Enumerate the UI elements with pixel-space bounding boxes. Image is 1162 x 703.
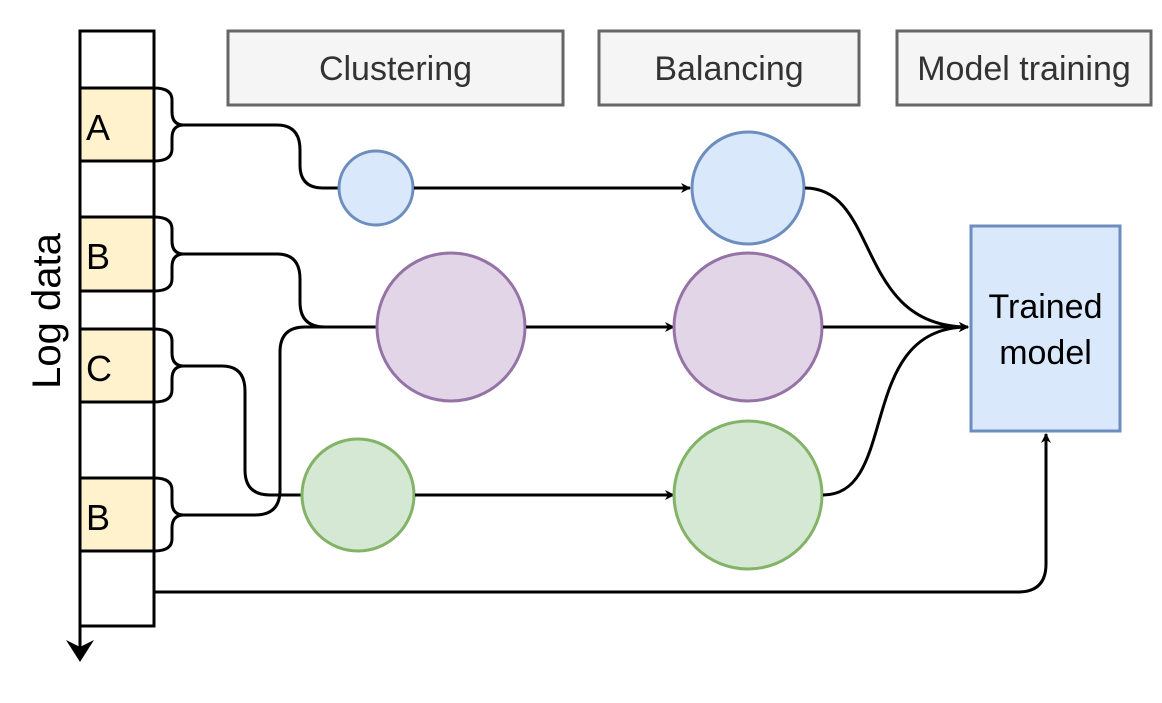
log-segment-c: C <box>78 327 156 404</box>
balanced-green <box>672 419 824 571</box>
log-segment-b: B <box>78 215 156 293</box>
cluster-blue <box>337 149 415 227</box>
stage-clustering: Clustering <box>226 29 565 107</box>
log-data-label: Log data <box>25 232 69 388</box>
stage-model-training: Model training <box>895 29 1153 107</box>
trained-model-label-line2: model <box>999 334 1092 372</box>
cluster-purple <box>375 251 527 403</box>
edge-balanced-blue-to-model <box>804 186 969 332</box>
log-segment-a: A <box>78 86 156 163</box>
stage-clustering-label: Clustering <box>319 50 472 88</box>
edge-c-to-green-cluster <box>184 364 303 497</box>
edge-b-to-purple-cluster <box>184 252 378 329</box>
trained-model-label-line1: Trained <box>988 288 1102 326</box>
edge-balanced-green-to-model <box>822 322 969 497</box>
log-segment-b-second: B <box>78 476 156 553</box>
edge-b2-to-purple-cluster <box>184 325 378 517</box>
timeline-arrow-icon <box>66 640 94 662</box>
log-segment-label: B <box>86 236 110 277</box>
bracket-b-second <box>153 476 185 553</box>
bracket-c <box>153 327 185 404</box>
log-segment-label: B <box>86 497 110 538</box>
balanced-purple <box>672 251 824 403</box>
stage-balancing-label: Balancing <box>654 50 803 88</box>
stage-model-training-label: Model training <box>917 50 1131 88</box>
cluster-green <box>300 437 416 553</box>
bracket-a <box>153 86 185 163</box>
log-segment-label: A <box>86 107 110 148</box>
trained-model: Trained model <box>969 224 1122 433</box>
edge-log-to-model <box>154 433 1051 594</box>
bracket-b <box>153 215 185 293</box>
balanced-blue <box>690 130 806 246</box>
edge-a-to-blue-cluster <box>184 123 340 190</box>
log-segment-label: C <box>86 348 112 389</box>
stage-balancing: Balancing <box>597 29 861 107</box>
